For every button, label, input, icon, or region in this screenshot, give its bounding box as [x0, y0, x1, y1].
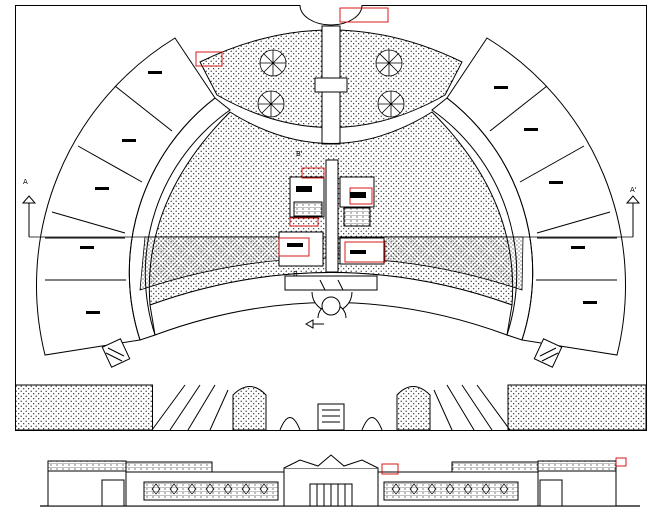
left-wing-rooms — [45, 85, 173, 281]
entry-porch — [284, 275, 378, 319]
section-mark-right: A' — [630, 186, 637, 194]
annotation-box — [339, 7, 389, 23]
right-wing-rooms — [489, 85, 617, 281]
section-mark-bottom: B — [293, 270, 298, 278]
path-node — [314, 77, 348, 93]
room-tags — [80, 71, 597, 314]
top-entry — [299, 4, 363, 26]
annotation-box-2 — [195, 51, 223, 67]
tree-symbol-icon — [257, 49, 405, 118]
parking-area — [15, 384, 647, 431]
section-mark-left: A — [23, 178, 28, 186]
section-arrow-icon — [21, 195, 641, 237]
stair-right — [533, 338, 563, 368]
central-block — [278, 159, 386, 273]
north-arrow-icon — [304, 319, 324, 329]
front-elevation — [40, 454, 640, 507]
section-mark-top: B' — [296, 150, 303, 158]
lower-corridor — [149, 272, 513, 336]
stair-left — [101, 338, 131, 368]
elevation-ornaments — [151, 483, 509, 495]
